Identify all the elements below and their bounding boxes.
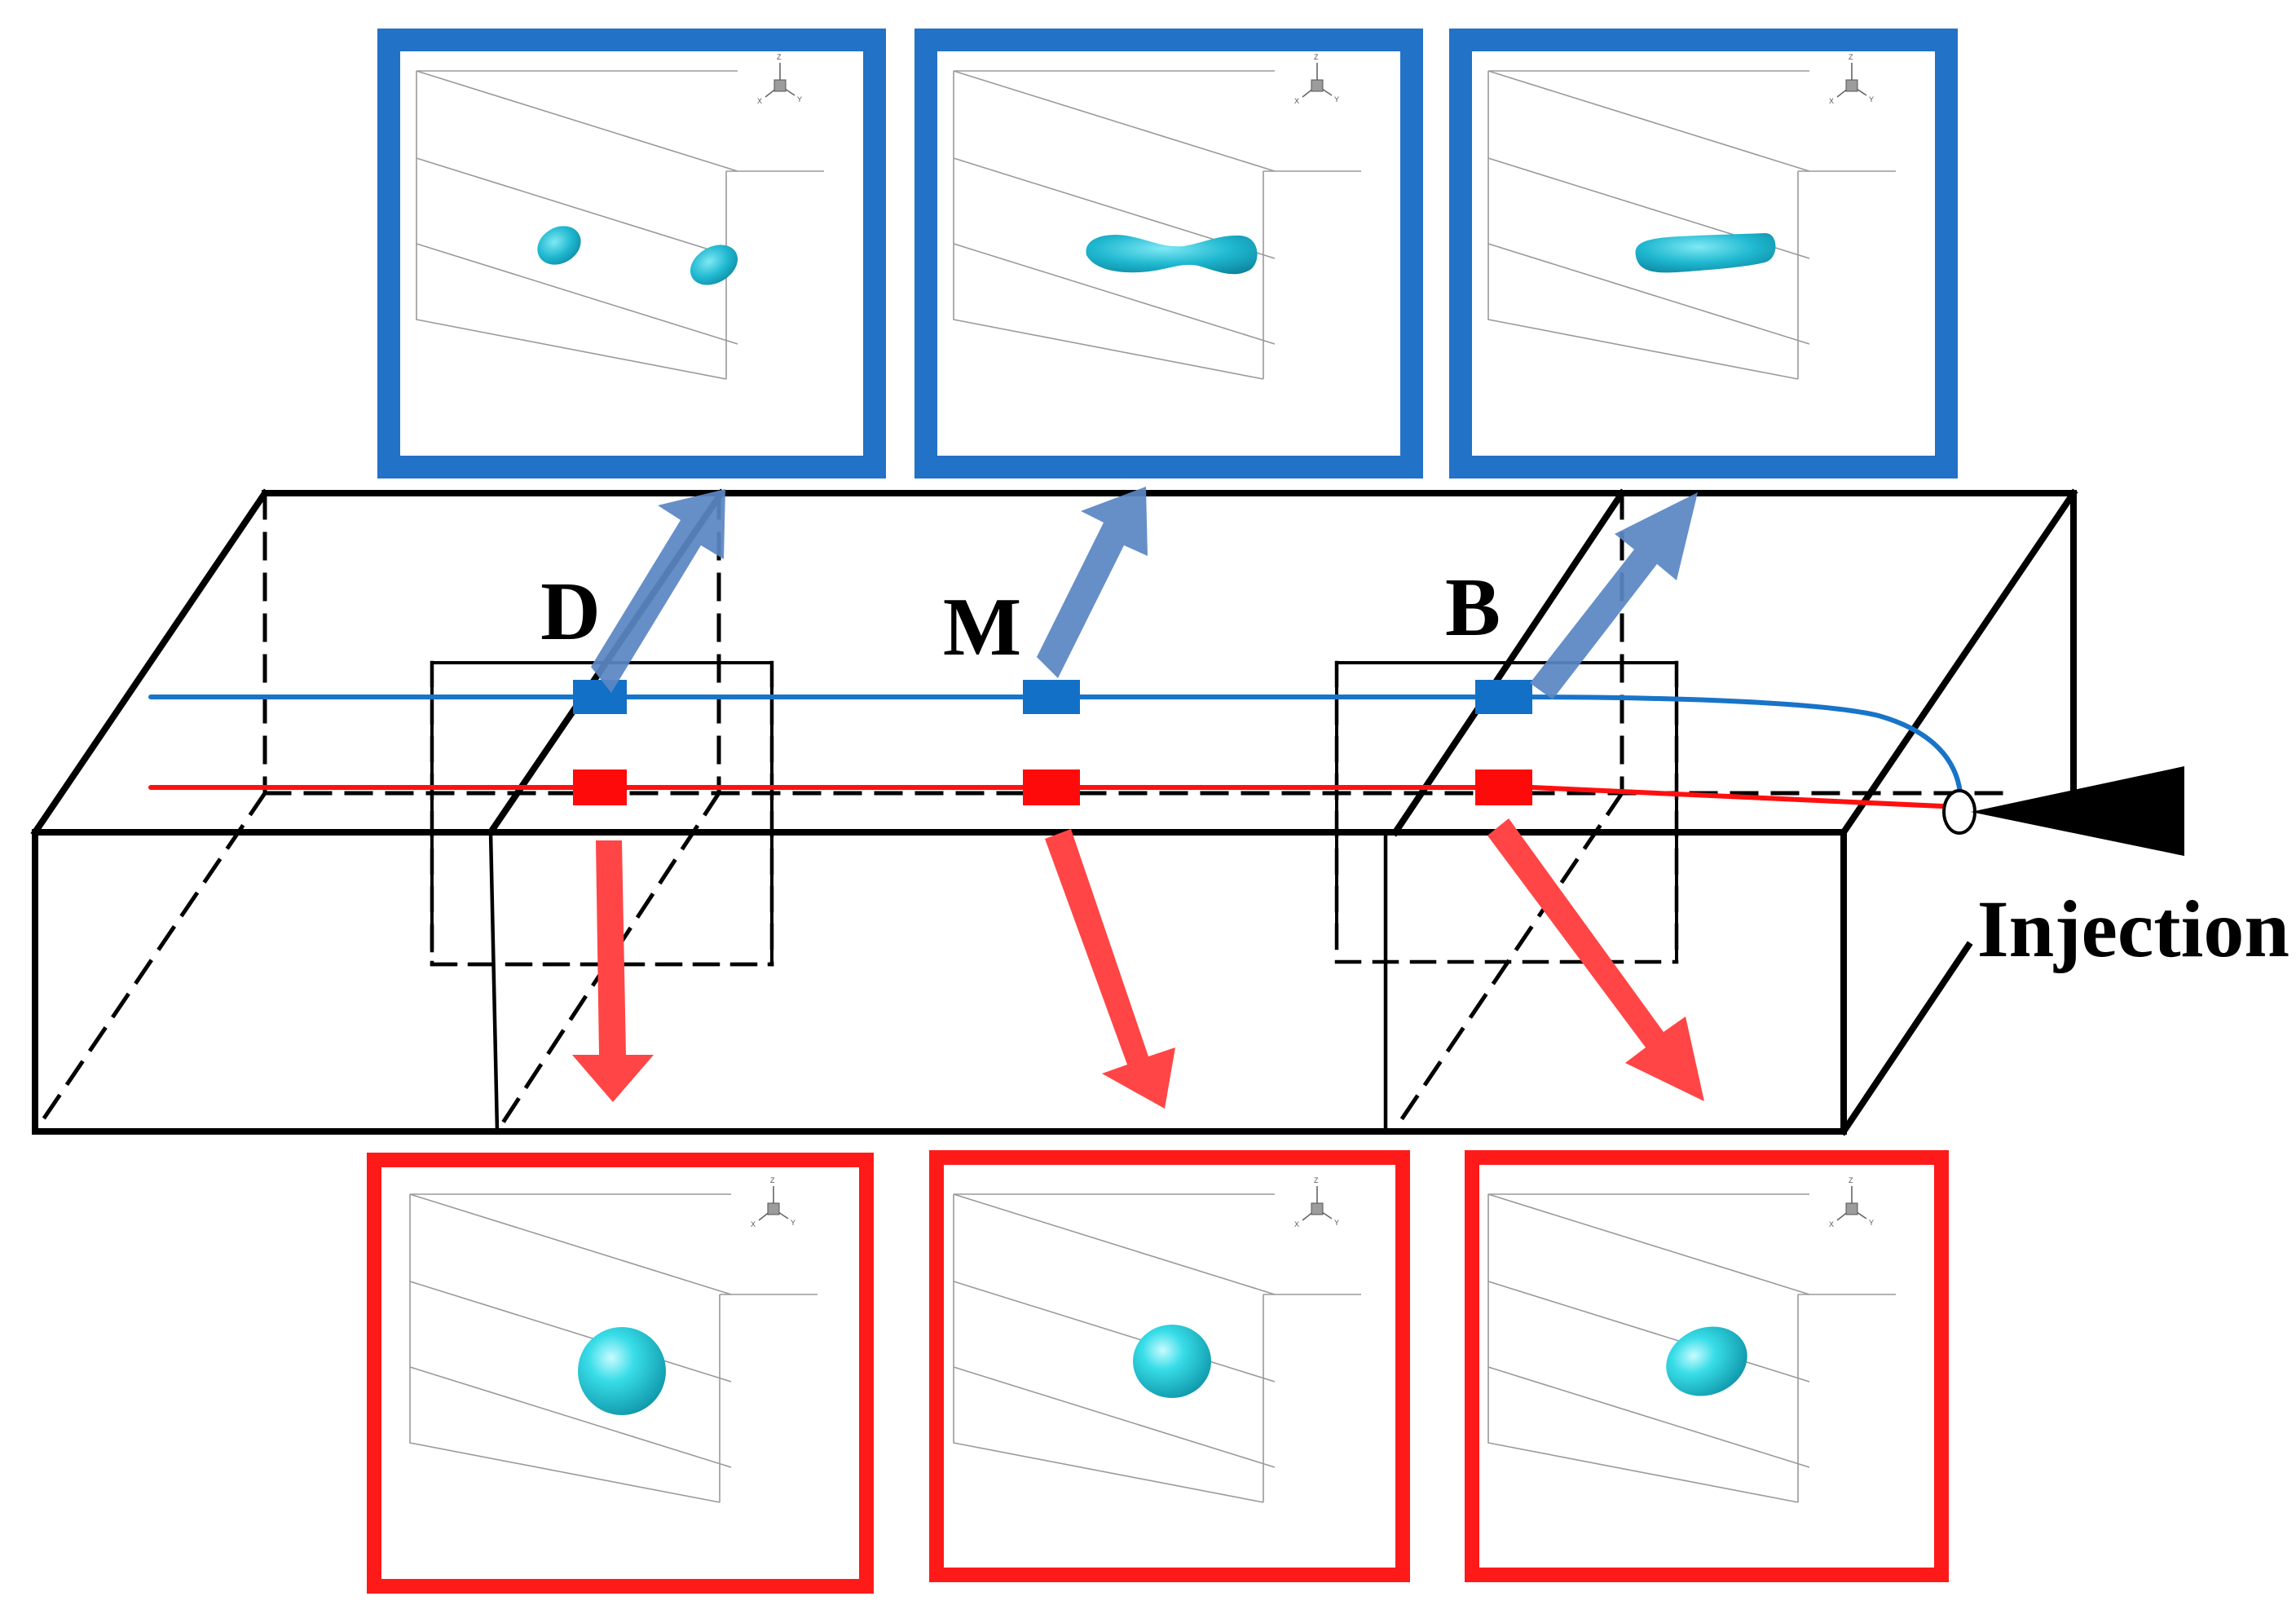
bottom-snapshot-b — [1465, 1150, 1949, 1582]
red-probe-markers — [573, 770, 1532, 805]
droplet-sphere — [578, 1327, 666, 1415]
droplet-slug — [1635, 232, 1776, 273]
top-snapshot-b — [1449, 29, 1958, 478]
droplet-ellipsoid — [1666, 1326, 1747, 1396]
top-snapshot-m — [914, 29, 1423, 478]
label-b: B — [1445, 562, 1501, 654]
blue-probe-markers — [573, 680, 1532, 714]
label-m: M — [943, 581, 1021, 673]
label-d: D — [540, 566, 601, 658]
red-arrows — [572, 818, 1704, 1109]
droplet-right — [690, 245, 738, 285]
bottom-snapshot-m — [929, 1150, 1410, 1582]
blue-arrows — [591, 487, 1698, 699]
injection-nozzle — [1942, 766, 2184, 856]
top-snapshot-d — [377, 29, 886, 478]
bottom-snapshot-d — [367, 1153, 874, 1594]
droplet-left — [537, 226, 581, 265]
blue-trajectory — [148, 695, 1963, 795]
label-injection: Injection — [1977, 884, 2289, 974]
droplet-sphere — [1133, 1325, 1211, 1398]
droplet-peanut — [1086, 235, 1258, 275]
channel-box — [30, 488, 2078, 1136]
